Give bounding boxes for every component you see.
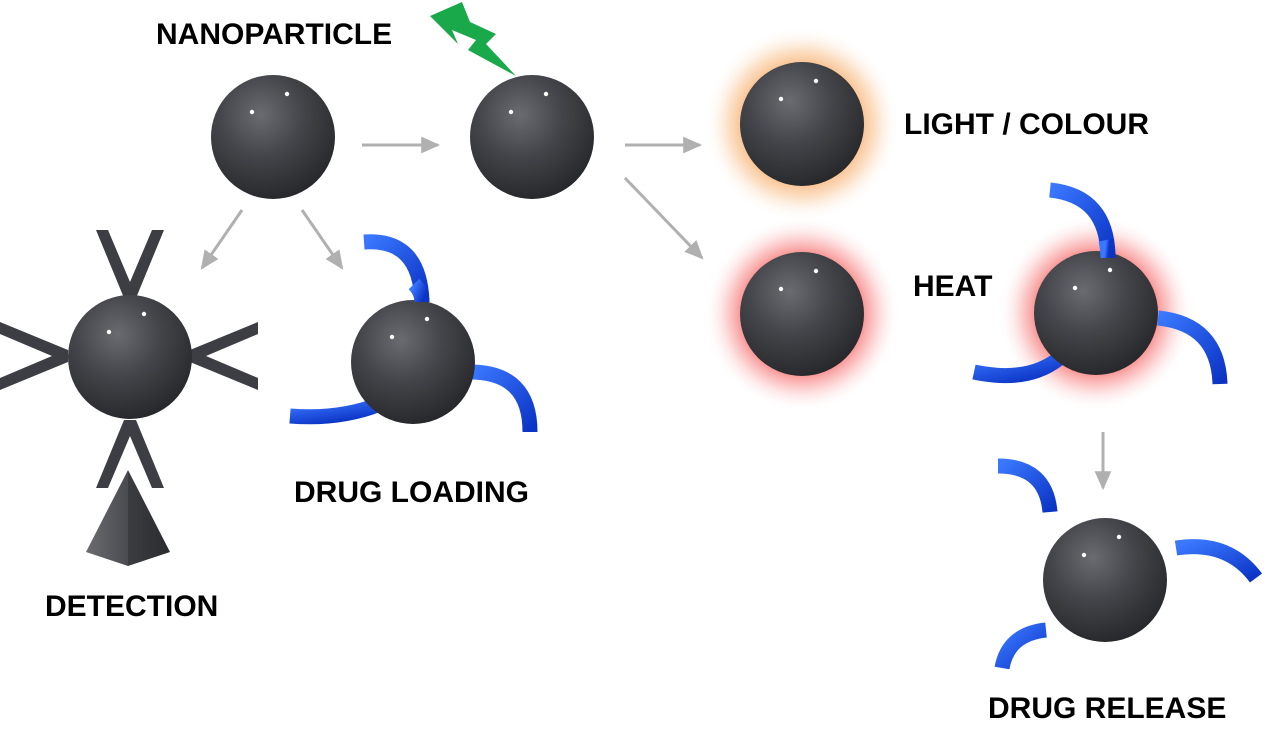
label-heat: HEAT: [913, 270, 993, 303]
antibody-icon: [190, 322, 258, 390]
arrow-to-detection: [200, 209, 244, 270]
arrow-to-heat: [623, 176, 704, 260]
drug-molecule-icon: [1157, 310, 1228, 385]
drug-molecule-icon: [1098, 238, 1116, 259]
label-detection: DETECTION: [45, 590, 219, 623]
drug-molecule-icon: [469, 364, 538, 433]
drug-molecule-icon: [289, 396, 383, 425]
drug-molecule-icon: [408, 278, 430, 303]
lightning-bolt-icon: [430, 2, 516, 76]
nanoparticle-spheres: [68, 62, 1167, 642]
nanoparticle-excited: [470, 75, 594, 199]
antibody-icon: [0, 322, 68, 390]
drug-molecules: [289, 182, 1263, 670]
nanoparticle-heat-loaded: [1034, 251, 1158, 375]
drug-molecule-icon: [997, 458, 1058, 513]
label-nanoparticle: NANOPARTICLE: [156, 18, 393, 51]
arrows: [200, 136, 1112, 491]
label-light-colour: LIGHT / COLOUR: [904, 108, 1149, 141]
antibody-icon: [96, 230, 164, 298]
label-drug-loading: DRUG LOADING: [294, 476, 529, 509]
drug-molecule-icon: [1174, 539, 1263, 583]
arrow-to-drug-loading: [300, 209, 344, 270]
label-drug-release: DRUG RELEASE: [988, 692, 1227, 725]
nanoparticle-base: [211, 75, 335, 199]
nanoparticle-heat: [740, 252, 864, 376]
pyramid-target-icon: [86, 470, 170, 566]
detection-antibodies: [0, 230, 258, 488]
drug-molecule-icon: [994, 622, 1048, 670]
nanoparticle-drug-loading: [351, 300, 475, 424]
nanoparticle-light: [740, 62, 864, 186]
nanoparticle-drug-release: [1043, 518, 1167, 642]
nanoparticle-detection: [68, 295, 192, 419]
drug-molecule-icon: [972, 350, 1067, 384]
antibody-icon: [96, 420, 164, 488]
